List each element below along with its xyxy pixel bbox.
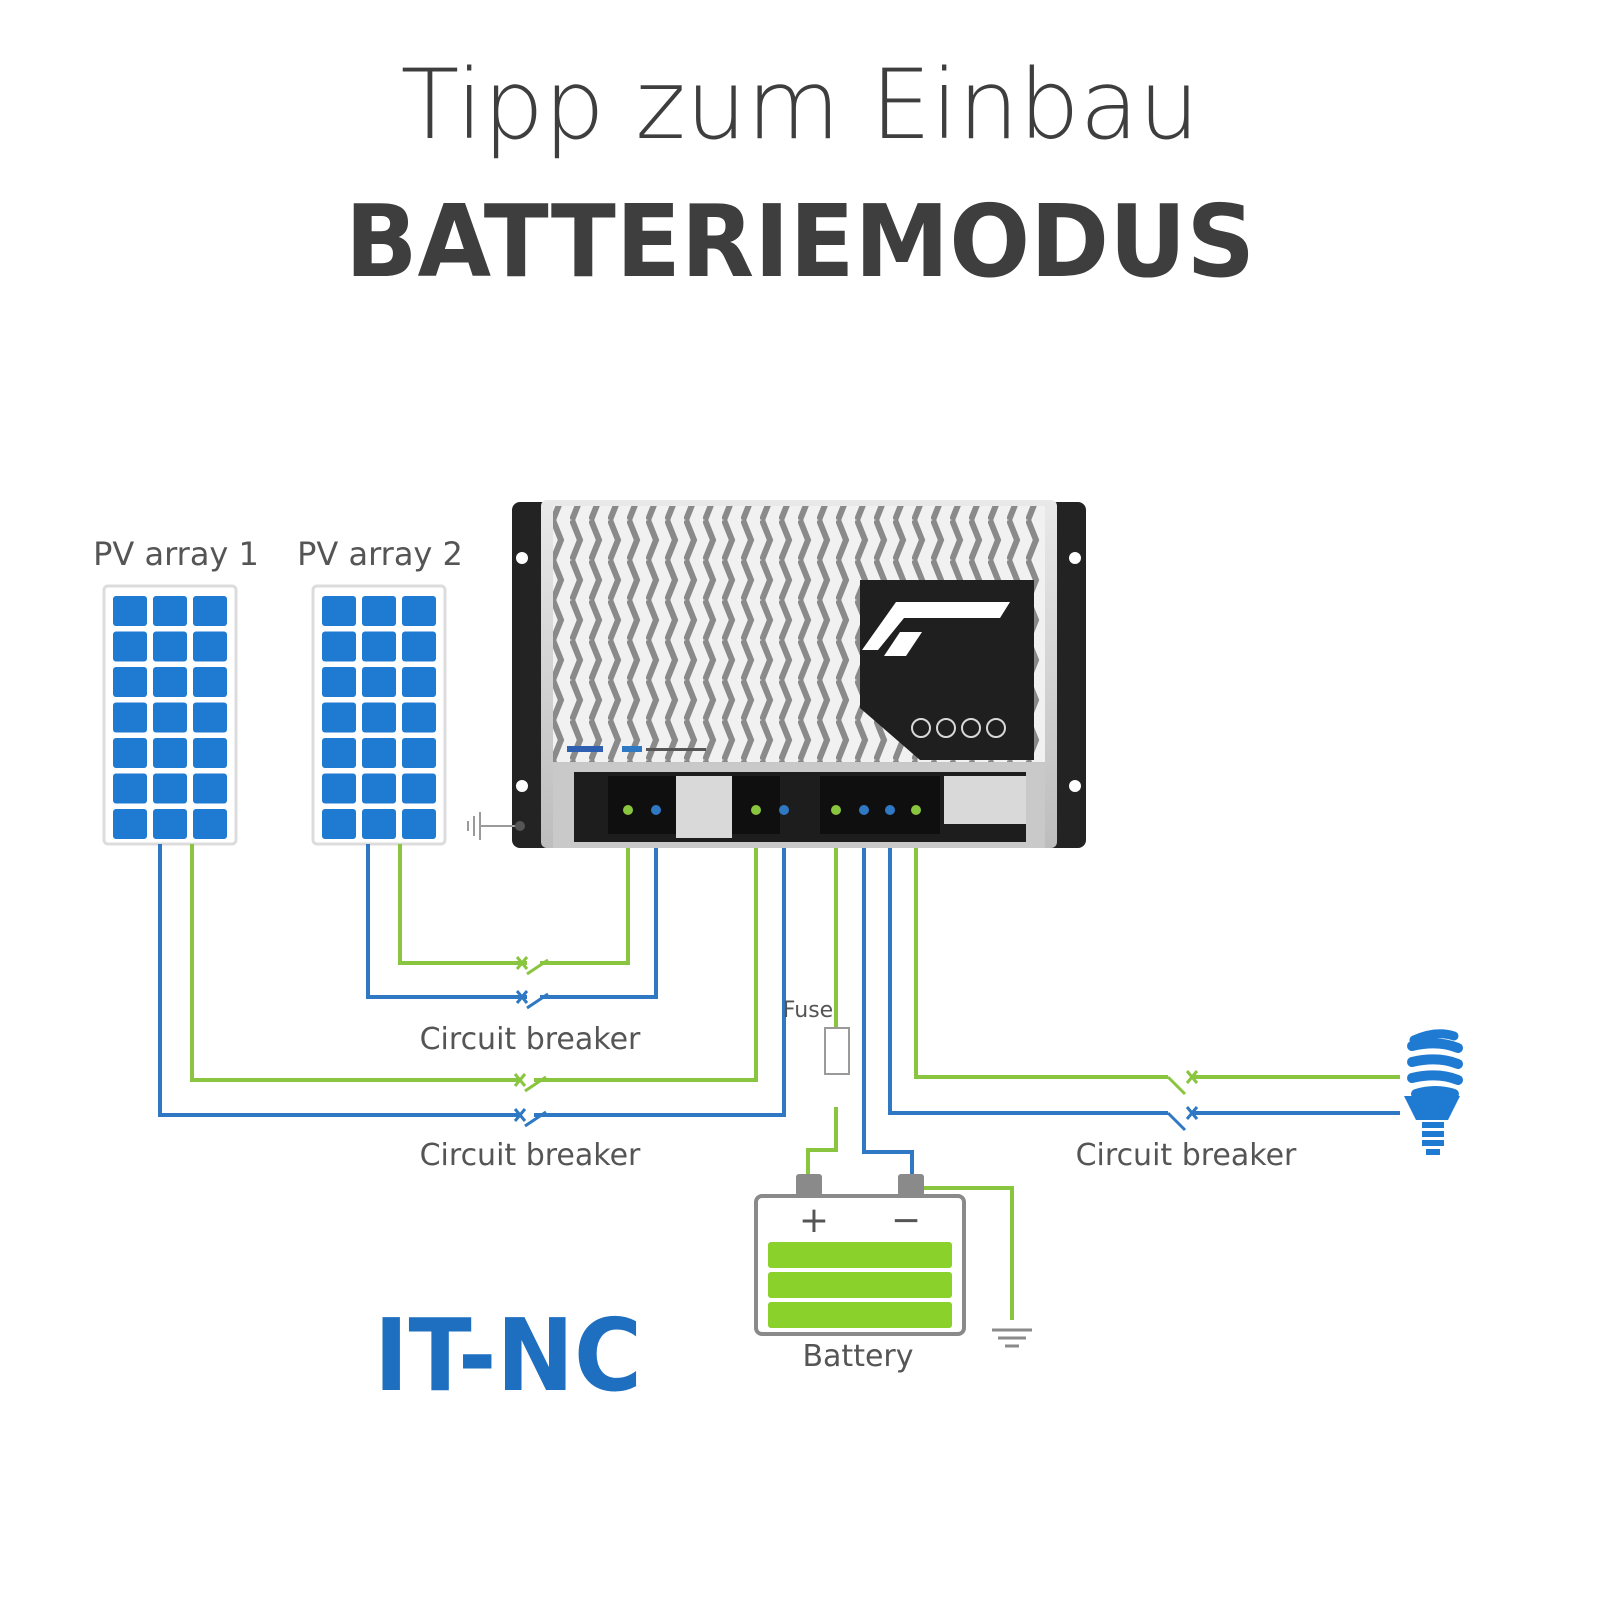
solar-cell: [153, 596, 187, 626]
solar-cell: [362, 738, 396, 768]
solar-cell: [402, 809, 436, 839]
solar-cell: [402, 738, 436, 768]
fuse-icon: [824, 1027, 850, 1075]
load-positive-wire: [914, 810, 1400, 1079]
solar-cell: [153, 631, 187, 662]
solar-cell: [153, 702, 187, 733]
solar-cell: [402, 631, 436, 662]
fuse-label: Fuse: [783, 998, 833, 1023]
battery-negative-wire: [862, 810, 914, 1176]
circuit-breaker-pv1-label: Circuit breaker: [420, 1138, 641, 1173]
solar-cell: [322, 738, 356, 768]
battery-positive-wire: [806, 810, 838, 1176]
solar-cell: [153, 773, 187, 804]
page-subtitle: BATTERIEMODUS: [345, 183, 1255, 300]
solar-cell: [362, 702, 396, 733]
solar-cell: [402, 773, 436, 804]
battery-plus-label: +: [799, 1200, 829, 1241]
solar-cell: [113, 809, 147, 839]
solar-cell: [113, 773, 147, 804]
system-type-label: IT-NC: [374, 1297, 642, 1414]
page-title: Tipp zum Einbau: [401, 49, 1200, 161]
solar-cell: [402, 596, 436, 626]
solar-cell: [322, 596, 356, 626]
solar-cell: [193, 738, 227, 768]
solar-cell: [153, 809, 187, 839]
lamp-icon: [1404, 1029, 1463, 1155]
solar-cell: [113, 738, 147, 768]
solar-cell: [193, 667, 227, 697]
pv-array-1-label: PV array 1: [93, 535, 259, 573]
load-negative-wire: [888, 810, 1400, 1115]
pv1-negative-wire: [158, 810, 786, 1117]
solar-cell: [322, 667, 356, 697]
pv2-positive-wire: [398, 810, 630, 965]
solar-cell: [322, 809, 356, 839]
pv-array-2-label: PV array 2: [297, 535, 463, 573]
solar-cell: [193, 596, 227, 626]
ground-wire: [912, 1186, 1014, 1320]
solar-cell: [322, 773, 356, 804]
solar-cell: [402, 667, 436, 697]
solar-cell: [362, 596, 396, 626]
ground-icon: [467, 812, 525, 840]
solar-cell: [362, 667, 396, 697]
battery-minus-label: −: [891, 1200, 921, 1241]
solar-cell: [113, 596, 147, 626]
solar-cell: [193, 702, 227, 733]
solar-cell: [362, 631, 396, 662]
solar-cell: [113, 702, 147, 733]
solar-cell: [362, 773, 396, 804]
pv2-negative-wire: [366, 810, 658, 999]
battery-icon: [754, 1174, 966, 1336]
battery-label: Battery: [802, 1339, 913, 1374]
solar-cell: [153, 667, 187, 697]
solar-cell: [362, 809, 396, 839]
solar-panel-icon: [102, 584, 238, 846]
solar-cell: [113, 631, 147, 662]
solar-cell: [113, 667, 147, 697]
solar-cell: [193, 809, 227, 839]
solar-cell: [193, 773, 227, 804]
pv1-positive-wire: [190, 810, 758, 1082]
charge-controller-icon: [512, 500, 1086, 848]
ground-icon: [992, 1328, 1032, 1348]
solar-cell: [153, 738, 187, 768]
solar-cell: [193, 631, 227, 662]
breaker-icon: [513, 1073, 547, 1128]
breaker-icon: [1166, 1070, 1199, 1132]
solar-panel-icon: [311, 584, 447, 846]
circuit-breaker-pv2-label: Circuit breaker: [420, 1022, 641, 1057]
solar-cell: [322, 702, 356, 733]
breaker-icon: [515, 956, 549, 1010]
circuit-breaker-load-label: Circuit breaker: [1076, 1138, 1297, 1173]
solar-cell: [402, 702, 436, 733]
solar-cell: [322, 631, 356, 662]
